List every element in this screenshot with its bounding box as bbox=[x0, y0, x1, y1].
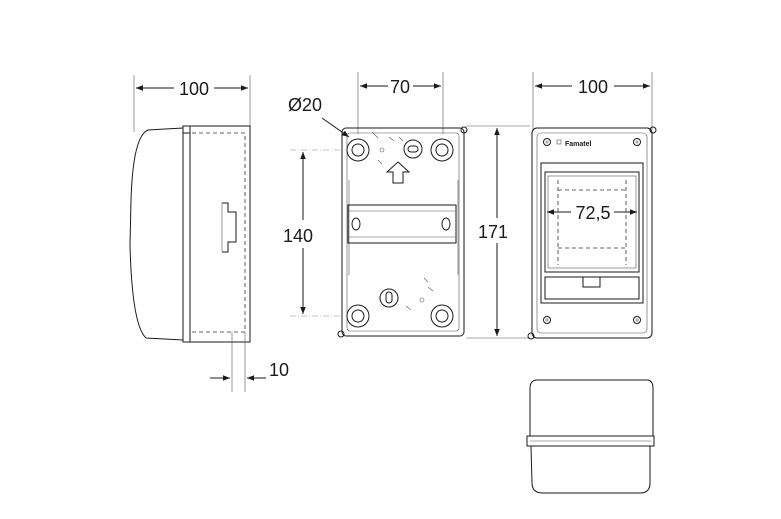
bottom-lower-shape bbox=[530, 445, 651, 494]
side-body-shape bbox=[182, 125, 251, 343]
rear-width-label: 70 bbox=[390, 77, 410, 97]
side-cover-shape bbox=[129, 127, 184, 341]
brand-label: Famatel bbox=[565, 141, 592, 148]
side-width-label: 100 bbox=[179, 79, 209, 99]
rear-height-label: 140 bbox=[283, 226, 313, 246]
overall-height-label: 171 bbox=[478, 222, 508, 242]
front-view: 100 Famatel 72,5 bbox=[527, 72, 657, 340]
front-window-frame bbox=[540, 162, 644, 304]
bottom-view bbox=[526, 379, 655, 494]
knockout-diameter-label: Ø20 bbox=[288, 95, 322, 115]
front-width-label: 100 bbox=[578, 77, 608, 97]
up-arrow-icon bbox=[385, 161, 411, 184]
rear-din-rail bbox=[347, 204, 457, 244]
knockout-bottom-left bbox=[346, 304, 370, 328]
window-width-label: 72,5 bbox=[575, 203, 610, 223]
rail-offset-label: 10 bbox=[269, 360, 289, 380]
front-window bbox=[544, 171, 640, 273]
knockout-top-left bbox=[346, 138, 370, 162]
knockout-bottom-right bbox=[430, 304, 454, 328]
knockout-top-right bbox=[430, 138, 454, 162]
rear-view: 70 Ø20 bbox=[283, 72, 468, 338]
front-box-shape bbox=[531, 127, 653, 339]
side-view: 100 10 bbox=[129, 75, 289, 392]
bottom-upper-shape bbox=[529, 379, 654, 437]
rear-box-shape bbox=[341, 127, 465, 337]
overall-height-dimension: 171 bbox=[466, 125, 530, 339]
